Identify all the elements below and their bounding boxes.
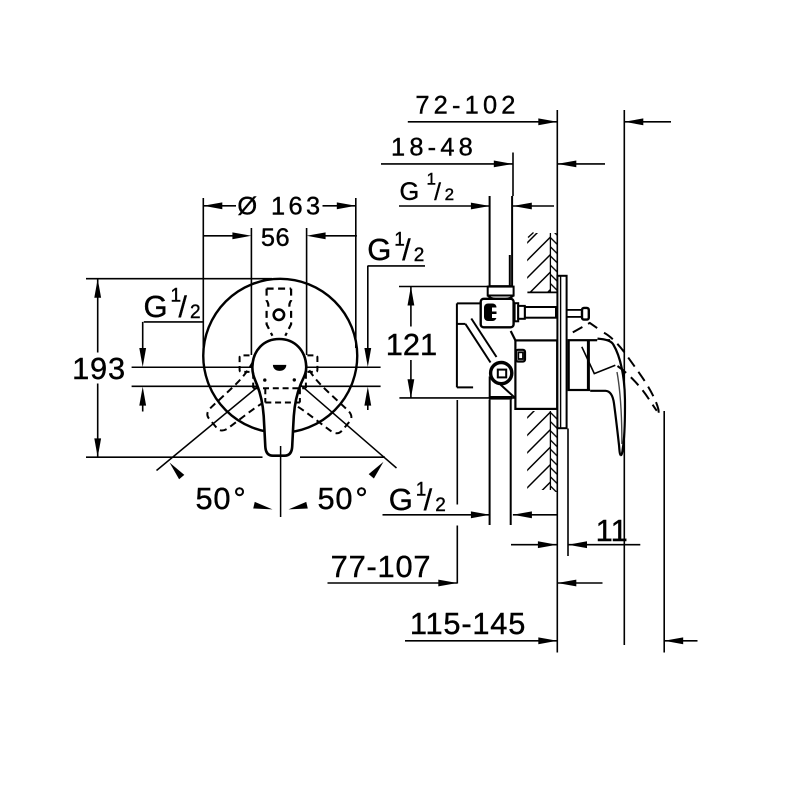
svg-text:/: / bbox=[402, 234, 411, 267]
svg-text:/: / bbox=[434, 179, 445, 206]
svg-text:2: 2 bbox=[414, 245, 425, 266]
svg-text:2: 2 bbox=[445, 185, 459, 204]
svg-text:1: 1 bbox=[394, 230, 405, 251]
svg-text:50°: 50° bbox=[196, 481, 247, 516]
svg-text:2: 2 bbox=[190, 302, 201, 323]
svg-text:18-48: 18-48 bbox=[391, 134, 477, 162]
svg-text:2: 2 bbox=[435, 495, 446, 516]
svg-text:77-107: 77-107 bbox=[331, 549, 432, 584]
svg-text:56: 56 bbox=[261, 224, 290, 252]
svg-text:121: 121 bbox=[386, 327, 437, 362]
svg-text:/: / bbox=[179, 291, 188, 324]
svg-text:Ø 163: Ø 163 bbox=[237, 193, 323, 221]
svg-text:11: 11 bbox=[596, 513, 628, 548]
svg-text:193: 193 bbox=[72, 351, 126, 386]
svg-text:G: G bbox=[144, 289, 168, 324]
svg-text:1: 1 bbox=[427, 169, 441, 188]
svg-text:1: 1 bbox=[171, 286, 182, 307]
svg-text:/: / bbox=[424, 484, 433, 517]
svg-text:G: G bbox=[367, 232, 391, 267]
svg-text:G: G bbox=[400, 178, 424, 206]
svg-text:G: G bbox=[389, 482, 413, 517]
svg-text:1: 1 bbox=[416, 479, 427, 500]
svg-text:72-102: 72-102 bbox=[415, 92, 519, 120]
svg-text:115-145: 115-145 bbox=[410, 606, 526, 641]
svg-text:50°: 50° bbox=[318, 481, 369, 516]
